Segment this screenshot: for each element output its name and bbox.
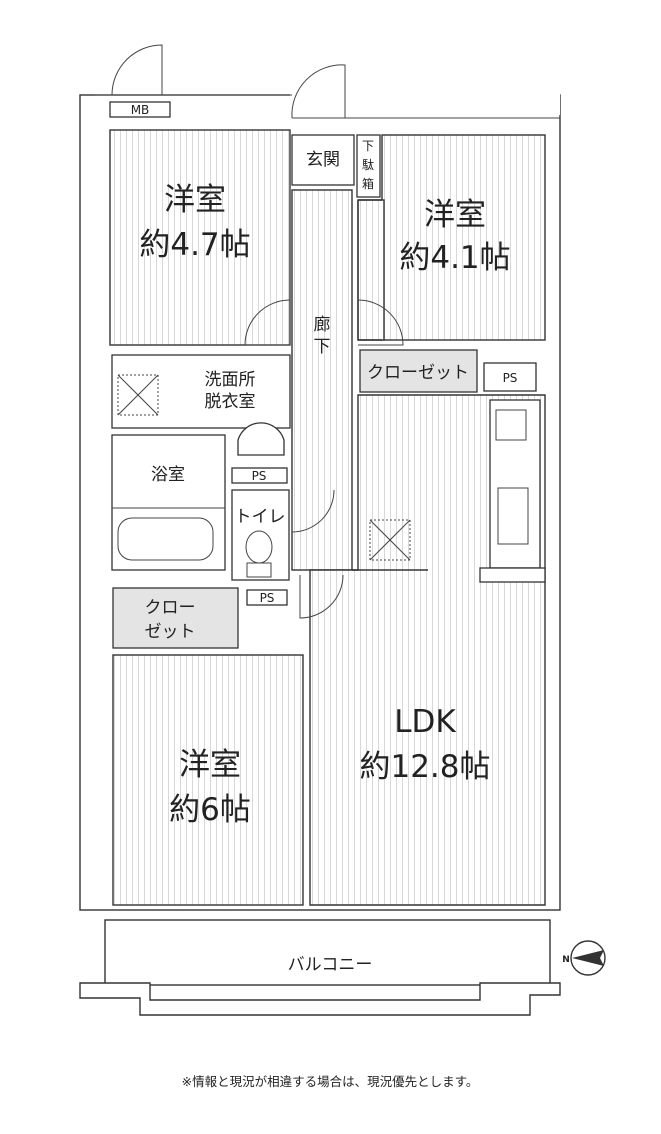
room-name: LDK bbox=[394, 704, 456, 740]
footer-note: ※情報と現況が相違する場合は、現況優先とします。 bbox=[182, 1074, 479, 1089]
room-size: 約4.7帖 bbox=[139, 227, 250, 263]
room-name: 洋室 bbox=[164, 182, 226, 218]
door-swing bbox=[357, 299, 404, 346]
ps-label: PS bbox=[503, 371, 518, 385]
ps-label: PS bbox=[252, 469, 267, 483]
hallway-label: 廊 bbox=[314, 315, 331, 335]
hallway-label: 下 bbox=[314, 337, 331, 357]
north-arrow-icon bbox=[570, 940, 606, 976]
hallway bbox=[291, 189, 353, 571]
shoe-box bbox=[356, 134, 381, 198]
closet-upper bbox=[359, 349, 478, 393]
ps-box bbox=[483, 362, 537, 392]
entrance bbox=[291, 134, 355, 186]
washroom bbox=[111, 354, 291, 429]
mb-box bbox=[109, 101, 171, 118]
stove-icon bbox=[495, 409, 527, 441]
bathtub-icon bbox=[117, 517, 214, 561]
mb-label: MB bbox=[131, 103, 150, 117]
room-western-6 bbox=[112, 654, 304, 906]
door-swing bbox=[244, 299, 291, 346]
closet-upper-label: クローゼット bbox=[367, 363, 469, 383]
ps-box bbox=[231, 467, 288, 484]
bathroom bbox=[111, 434, 226, 571]
washroom-label: 脱衣室 bbox=[205, 392, 256, 412]
room-western-4-7 bbox=[109, 129, 291, 346]
balcony-label: バルコニー bbox=[288, 955, 373, 975]
shoe-box-label: 駄 bbox=[362, 157, 374, 172]
sink-icon bbox=[237, 422, 285, 456]
closet-lower bbox=[112, 587, 239, 649]
room-size: 約6帖 bbox=[169, 792, 251, 828]
room-name: 洋室 bbox=[179, 747, 241, 783]
room-western-4-1 bbox=[381, 134, 546, 341]
ps-label: PS bbox=[260, 591, 275, 605]
room-name: 洋室 bbox=[424, 197, 486, 233]
shoe-box-label: 下 bbox=[362, 139, 374, 153]
balcony bbox=[79, 919, 561, 1016]
toilet-label: トイレ bbox=[235, 507, 286, 527]
entrance-label: 玄関 bbox=[306, 150, 340, 170]
shoe-box-label: 箱 bbox=[362, 176, 374, 191]
washroom-label: 洗面所 bbox=[205, 370, 256, 390]
kitchen-sink-icon bbox=[497, 487, 529, 545]
room-size: 約4.1帖 bbox=[399, 240, 510, 276]
closet-lower-label: ゼット bbox=[145, 622, 196, 642]
closet-lower-label: クロー bbox=[145, 598, 196, 618]
compass-label: N bbox=[562, 955, 570, 965]
entrance-door bbox=[111, 44, 346, 119]
room-size: 約12.8帖 bbox=[359, 749, 490, 785]
ps-box bbox=[246, 589, 288, 606]
toilet-room bbox=[231, 489, 290, 581]
bathroom-label: 浴室 bbox=[151, 465, 185, 485]
